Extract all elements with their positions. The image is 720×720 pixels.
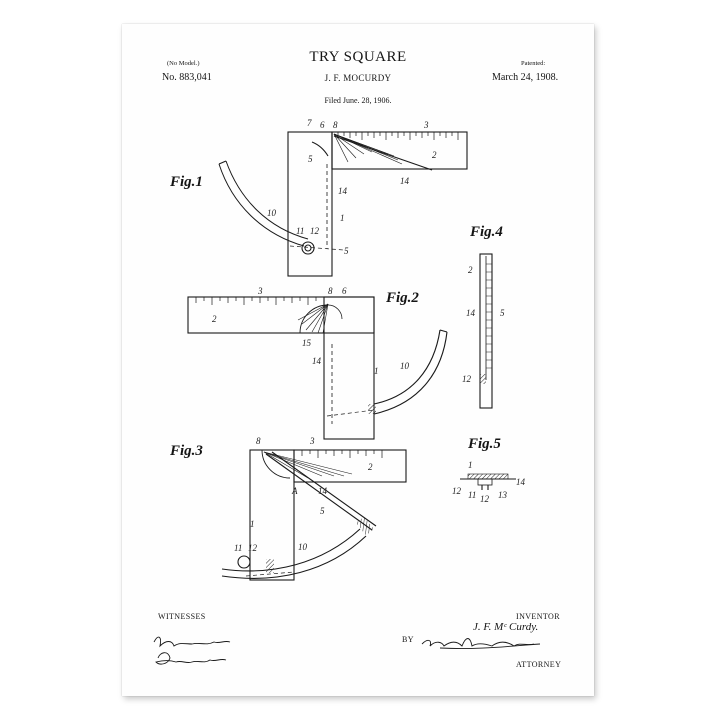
svg-text:A: A bbox=[291, 486, 298, 496]
inventor-name: J. F. MOCURDY bbox=[324, 73, 392, 83]
svg-text:11: 11 bbox=[234, 543, 242, 553]
patent-date: March 24, 1908. bbox=[492, 72, 559, 83]
svg-text:12: 12 bbox=[480, 494, 490, 504]
svg-text:14: 14 bbox=[400, 176, 410, 186]
fig2-drawing: 3 8 6 2 15 14 1 10 bbox=[187, 286, 448, 440]
no-model-note: (No Model.) bbox=[167, 60, 200, 67]
patent-title: TRY SQUARE bbox=[309, 49, 407, 65]
by-label: BY bbox=[402, 635, 414, 644]
fig4-drawing: 2 14 5 12 bbox=[462, 253, 505, 409]
svg-text:11: 11 bbox=[468, 490, 476, 500]
svg-text:5: 5 bbox=[308, 154, 313, 164]
svg-text:5: 5 bbox=[500, 308, 505, 318]
svg-text:1: 1 bbox=[250, 519, 255, 529]
svg-text:8: 8 bbox=[328, 286, 333, 296]
svg-text:12: 12 bbox=[452, 486, 462, 496]
witnesses-label: WITNESSES bbox=[158, 612, 206, 621]
svg-text:1: 1 bbox=[468, 460, 473, 470]
svg-text:3: 3 bbox=[309, 436, 315, 446]
svg-text:5: 5 bbox=[344, 246, 349, 256]
svg-text:14: 14 bbox=[318, 486, 328, 496]
patent-drawing: 7 6 8 3 5 2 14 14 1 10 11 12 5 bbox=[153, 118, 541, 665]
svg-text:1: 1 bbox=[340, 213, 345, 223]
svg-text:10: 10 bbox=[400, 361, 410, 371]
fig3-drawing: 8 3 2 A 14 5 1 11 12 10 bbox=[221, 436, 407, 581]
svg-text:2: 2 bbox=[468, 265, 473, 275]
fig5-drawing: 1 14 12 11 12 13 bbox=[452, 460, 526, 504]
svg-text:2: 2 bbox=[212, 314, 217, 324]
svg-text:3: 3 bbox=[257, 286, 263, 296]
svg-text:13: 13 bbox=[498, 490, 508, 500]
svg-text:2: 2 bbox=[432, 150, 437, 160]
patent-number: No. 883,041 bbox=[162, 72, 212, 83]
witness-signatures bbox=[153, 636, 231, 665]
svg-text:6: 6 bbox=[342, 286, 347, 296]
fig4-label: Fig.4 bbox=[470, 224, 503, 240]
svg-text:14: 14 bbox=[466, 308, 476, 318]
filed-date: Filed June. 28, 1906. bbox=[324, 96, 392, 105]
svg-text:3: 3 bbox=[423, 120, 429, 130]
patent-sheet: TRY SQUARE (No Model.) Patented: No. 883… bbox=[122, 24, 594, 696]
attorney-label: ATTORNEY bbox=[516, 660, 562, 669]
svg-text:10: 10 bbox=[267, 208, 277, 218]
attorney-signature bbox=[421, 638, 541, 649]
inventor-signature: J. F. Mᶜ Curdy. bbox=[473, 621, 539, 633]
svg-text:11: 11 bbox=[296, 226, 304, 236]
svg-text:2: 2 bbox=[368, 462, 373, 472]
svg-text:5: 5 bbox=[320, 506, 325, 516]
fig1-label: Fig.1 bbox=[170, 174, 203, 190]
svg-text:8: 8 bbox=[333, 120, 338, 130]
svg-text:15: 15 bbox=[302, 338, 312, 348]
svg-text:10: 10 bbox=[298, 542, 308, 552]
svg-text:12: 12 bbox=[462, 374, 472, 384]
fig5-label: Fig.5 bbox=[468, 436, 501, 452]
svg-text:12: 12 bbox=[248, 543, 258, 553]
svg-text:14: 14 bbox=[516, 477, 526, 487]
fig1-drawing: 7 6 8 3 5 2 14 14 1 10 11 12 5 bbox=[218, 118, 468, 277]
fig3-label: Fig.3 bbox=[170, 443, 203, 459]
inventor-label: INVENTOR bbox=[516, 612, 560, 621]
svg-text:8: 8 bbox=[256, 436, 261, 446]
fig2-label: Fig.2 bbox=[386, 290, 419, 306]
svg-text:14: 14 bbox=[338, 186, 348, 196]
svg-text:6: 6 bbox=[320, 120, 325, 130]
svg-text:12: 12 bbox=[310, 226, 320, 236]
svg-text:1: 1 bbox=[374, 366, 379, 376]
svg-text:14: 14 bbox=[312, 356, 322, 366]
svg-text:7: 7 bbox=[307, 118, 312, 128]
patented-label: Patented: bbox=[521, 60, 546, 67]
